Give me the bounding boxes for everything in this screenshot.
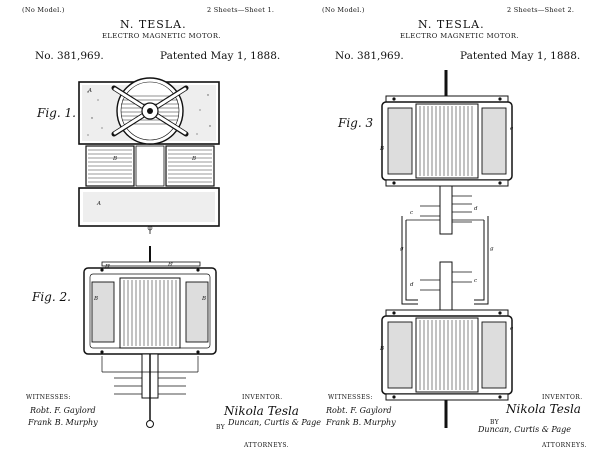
svg-text:e: e — [510, 326, 514, 332]
svg-text:B: B — [191, 156, 196, 162]
patent-number: No. 381,969. — [35, 50, 104, 62]
svg-text:B: B — [201, 296, 206, 302]
svg-text:B: B — [379, 146, 384, 152]
sheets-note: 2 Sheets—Sheet 2. — [507, 6, 575, 14]
svg-text:B': B' — [167, 262, 174, 268]
svg-text:d: d — [474, 206, 478, 212]
figure-2-label: Fig. 2. — [32, 290, 71, 304]
witness-1-signature: Robt. F. Gaylord — [326, 406, 392, 415]
patent-title: ELECTRO MAGNETIC MOTOR. — [102, 32, 221, 40]
witness-1-signature: Robt. F. Gaylord — [30, 406, 96, 415]
svg-text:A: A — [96, 201, 101, 207]
attorneys-label: ATTORNEYS. — [542, 442, 587, 449]
inventor-signature: Nikola Tesla — [506, 402, 581, 416]
attorney-signature: Duncan, Curtis & Page — [478, 425, 572, 434]
svg-text:B: B — [93, 296, 98, 302]
patent-sheet-2: (No Model.) 2 Sheets—Sheet 2. N. TESLA. … — [302, 0, 598, 465]
model-note: (No Model.) — [22, 6, 65, 14]
svg-text:c: c — [474, 278, 477, 284]
svg-text:B: B — [112, 156, 117, 162]
inventor-label: INVENTOR. — [242, 394, 283, 401]
inventor-name: N. TESLA. — [120, 18, 187, 31]
by-label: BY — [216, 424, 226, 431]
patent-title: ELECTRO MAGNETIC MOTOR. — [400, 32, 519, 40]
patent-sheet-1: (No Model.) 2 Sheets—Sheet 1. N. TESLA. … — [2, 0, 321, 465]
svg-text:d: d — [410, 282, 414, 288]
witness-2-signature: Frank B. Murphy — [326, 418, 396, 427]
witnesses-label: WITNESSES: — [328, 394, 373, 401]
inventor-signature: Nikola Tesla — [224, 404, 299, 418]
model-note: (No Model.) — [322, 6, 365, 14]
motor-drawing-fig-3: B e c d g g d c B e — [379, 70, 514, 428]
patent-number: No. 381,969. — [335, 50, 404, 62]
inventor-label: INVENTOR. — [542, 394, 583, 401]
attorney-signature: Duncan, Curtis & Page — [228, 418, 322, 427]
patent-date: Patented May 1, 1888. — [460, 50, 581, 62]
svg-text:g: g — [490, 246, 494, 252]
inventor-name: N. TESLA. — [418, 18, 485, 31]
figure-1-label: Fig. 1. — [37, 106, 76, 120]
svg-text:B': B' — [104, 264, 111, 270]
patent-date: Patented May 1, 1888. — [160, 50, 281, 62]
witness-2-signature: Frank B. Murphy — [28, 418, 98, 427]
svg-text:B: B — [379, 346, 384, 352]
attorneys-label: ATTORNEYS. — [244, 442, 289, 449]
figure-3-label: Fig. 3 — [338, 116, 374, 130]
svg-text:A: A — [87, 88, 92, 94]
witnesses-label: WITNESSES: — [26, 394, 71, 401]
svg-text:g: g — [400, 246, 404, 252]
motor-drawing-fig-1-2: A B B A — [78, 77, 220, 428]
sheets-note: 2 Sheets—Sheet 1. — [207, 6, 275, 14]
by-label: BY — [490, 419, 500, 426]
svg-text:e: e — [510, 126, 514, 132]
svg-text:c: c — [410, 210, 413, 216]
